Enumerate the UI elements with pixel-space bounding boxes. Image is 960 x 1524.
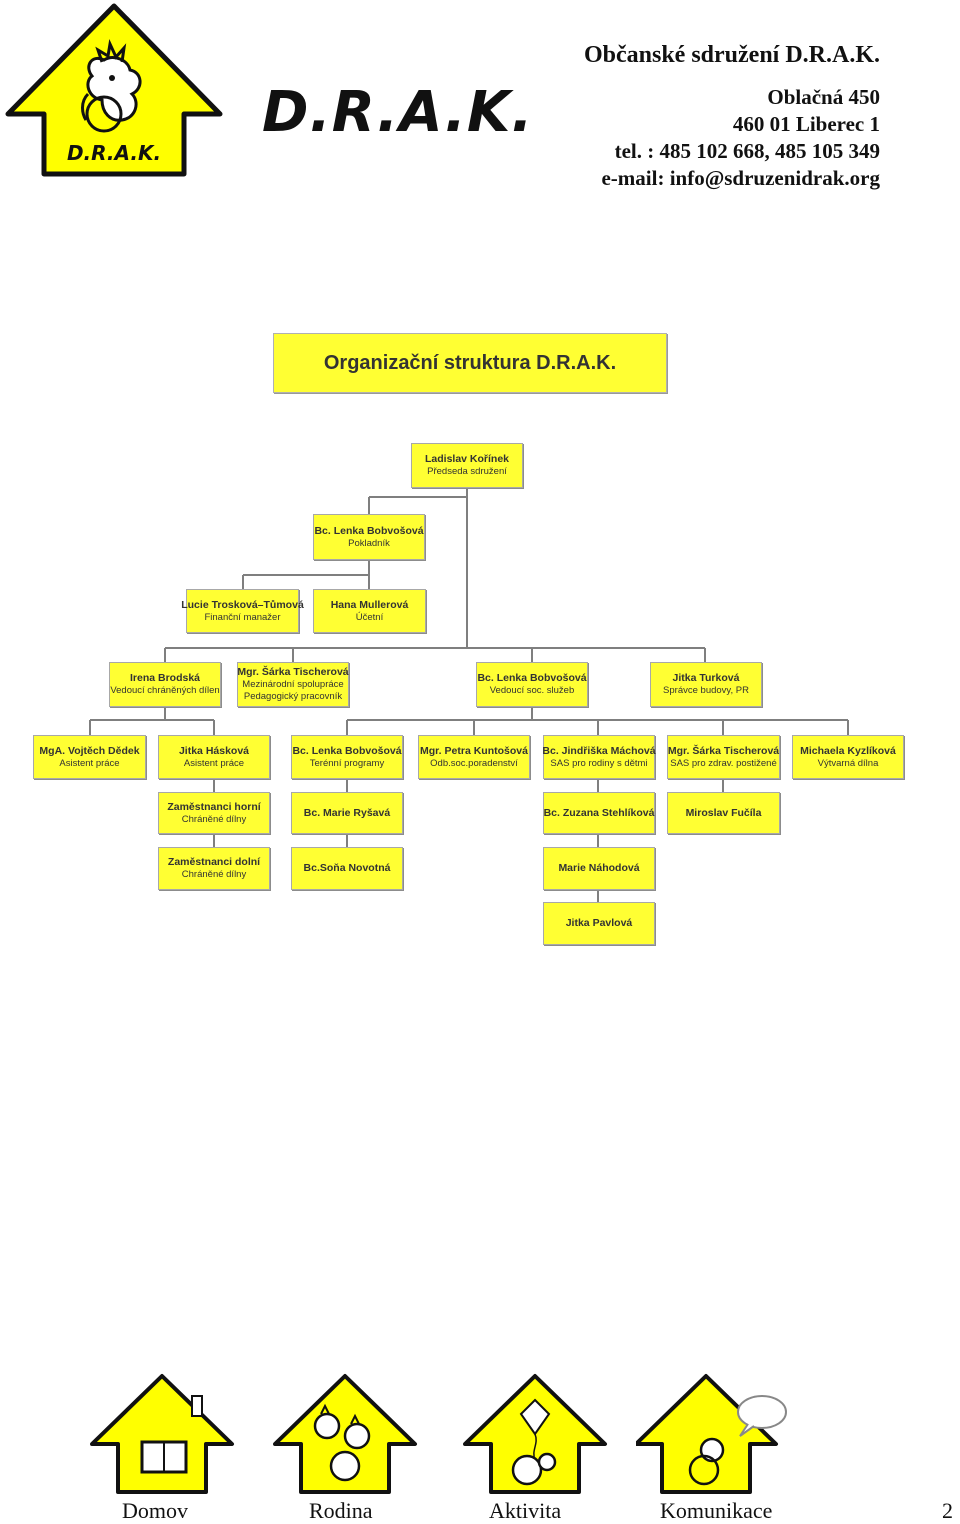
- node-role: Předseda sdružení: [427, 466, 507, 477]
- node-name: Bc.Soňa Novotná: [303, 862, 391, 874]
- email-address: e-mail: info@sdruzenidrak.org: [601, 166, 880, 190]
- org-name: Občanské sdružení D.R.A.K.: [583, 42, 880, 68]
- org-node-field-worker-2: Bc.Soňa Novotná: [291, 847, 403, 890]
- node-role: Vedoucí soc. služeb: [489, 685, 575, 696]
- node-role: Výtvarná dílna: [817, 757, 879, 769]
- node-role: Asistent práce: [59, 757, 120, 769]
- node-name: Irena Brodská: [129, 672, 201, 684]
- org-node-field-programs: Bc. Lenka Bobvošová Terénní programy: [291, 735, 403, 779]
- org-node-sas-disabled: Mgr. Šárka Tischerová SAS pro zdrav. pos…: [667, 735, 780, 779]
- node-role: Terénní programy: [309, 757, 385, 769]
- org-node-art-workshop: Michaela Kyzlíková Výtvarná dílna: [792, 735, 904, 779]
- node-name: Jitka Hásková: [178, 744, 250, 757]
- node-role: Vedoucí chráněných dílen: [110, 685, 220, 696]
- org-node-workshops-head: Irena Brodská Vedoucí chráněných dílen: [109, 662, 221, 707]
- footer-label-komunikace[interactable]: Komunikace: [660, 1498, 773, 1523]
- node-name: Bc. Jindřiška Máchová: [542, 744, 656, 757]
- dragon-kite-icon[interactable]: [455, 1370, 615, 1495]
- node-name: Mgr. Šárka Tischerová: [667, 744, 780, 757]
- page-number: 2: [942, 1498, 953, 1523]
- org-node-sas-families: Bc. Jindřiška Máchová SAS pro rodiny s d…: [542, 735, 656, 779]
- node-role: SAS pro zdrav. postižené: [670, 757, 777, 769]
- org-node-building-manager: Jitka Turková Správce budovy, PR: [650, 662, 762, 707]
- footer-label-aktivita[interactable]: Aktivita: [489, 1498, 562, 1523]
- org-node-counseling: Mgr. Petra Kuntošová Odb.soc.poradenství: [418, 735, 530, 779]
- org-node-work-assistant-2: Jitka Hásková Asistent práce: [158, 735, 270, 779]
- node-name: Lucie Trosková–Tůmová: [181, 598, 304, 611]
- org-node-family-worker-2: Marie Náhodová: [543, 847, 655, 890]
- footer-label-domov[interactable]: Domov: [122, 1498, 188, 1523]
- node-role: Pokladník: [348, 537, 390, 549]
- org-node-field-worker-1: Bc. Marie Ryšavá: [291, 792, 403, 834]
- svg-text:D.R.A.K.: D.R.A.K.: [67, 141, 161, 165]
- node-role: Chráněné dílny: [181, 813, 247, 825]
- node-role: Finanční manažer: [204, 611, 281, 623]
- drak-wordmark: D.R.A.K.: [262, 80, 534, 145]
- node-name: MgA. Vojtěch Dědek: [39, 744, 140, 757]
- node-name: Bc. Zuzana Stehlíková: [543, 806, 655, 819]
- node-name: Mgr. Petra Kuntošová: [420, 744, 528, 757]
- org-node-work-assistant-1: MgA. Vojtěch Dědek Asistent práce: [33, 735, 146, 779]
- phone-number: tel. : 485 102 668, 485 105 349: [614, 139, 880, 163]
- org-node-international: Mgr. Šárka Tischerová Mezinárodní spolup…: [237, 662, 349, 707]
- street-address: Oblačná 450: [767, 85, 880, 109]
- node-name: Zaměstnanci dolní: [167, 856, 261, 868]
- node-name: Michaela Kyzlíková: [800, 744, 896, 757]
- node-role-secondary: Pedagogický pracovník: [243, 691, 343, 702]
- org-node-accountant: Hana Mullerová Účetní: [313, 589, 426, 633]
- node-name: Bc. Lenka Bobvošová: [314, 524, 424, 537]
- org-node-treasurer: Bc. Lenka Bobvošová Pokladník: [313, 514, 425, 560]
- org-node-finance-manager: Lucie Trosková–Tůmová Finanční manažer: [181, 589, 304, 633]
- node-name: Zaměstnanci horní: [167, 800, 261, 813]
- node-role: Účetní: [355, 611, 384, 623]
- org-node-disabled-worker-1: Miroslav Fučíla: [667, 792, 780, 834]
- node-name: Hana Mullerová: [330, 598, 409, 611]
- footer-label-rodina[interactable]: Rodina: [309, 1498, 373, 1523]
- drak-house-logo-icon: D.R.A.K.: [5, 3, 223, 177]
- node-role: Mezinárodní spolupráce: [242, 679, 344, 690]
- org-node-family-worker-1: Bc. Zuzana Stehlíková: [543, 792, 655, 834]
- house-window-icon[interactable]: [82, 1370, 242, 1495]
- node-role: Chráněné dílny: [181, 869, 247, 880]
- node-name: Bc. Lenka Bobvošová: [477, 672, 587, 684]
- node-name: Mgr. Šárka Tischerová: [237, 666, 349, 678]
- dragon-family-icon[interactable]: [265, 1370, 425, 1495]
- node-name: Jitka Turková: [672, 672, 740, 684]
- city-address: 460 01 Liberec 1: [732, 112, 880, 136]
- node-role: Asistent práce: [183, 757, 245, 769]
- org-node-chairman: Ladislav Kořínek Předseda sdružení: [411, 443, 523, 488]
- dragon-speech-icon[interactable]: [636, 1370, 796, 1495]
- node-role: SAS pro rodiny s dětmi: [550, 757, 648, 769]
- org-node-family-worker-3: Jitka Pavlová: [543, 902, 655, 945]
- node-name: Miroslav Fučíla: [685, 806, 762, 819]
- org-node-staff-lower: Zaměstnanci dolní Chráněné dílny: [158, 847, 270, 890]
- chart-title: Organizační struktura D.R.A.K.: [273, 333, 667, 393]
- node-name: Bc. Lenka Bobvošová: [292, 744, 402, 757]
- org-node-social-services-head: Bc. Lenka Bobvošová Vedoucí soc. služeb: [476, 662, 588, 707]
- contact-block: Občanské sdružení D.R.A.K. Oblačná 450 4…: [584, 38, 880, 192]
- node-role: Správce budovy, PR: [663, 685, 749, 696]
- node-name: Bc. Marie Ryšavá: [303, 806, 391, 819]
- node-name: Jitka Pavlová: [565, 917, 633, 929]
- org-node-staff-upper: Zaměstnanci horní Chráněné dílny: [158, 792, 270, 834]
- node-role: Odb.soc.poradenství: [430, 757, 518, 769]
- node-name: Marie Náhodová: [558, 862, 640, 874]
- node-name: Ladislav Kořínek: [424, 453, 510, 465]
